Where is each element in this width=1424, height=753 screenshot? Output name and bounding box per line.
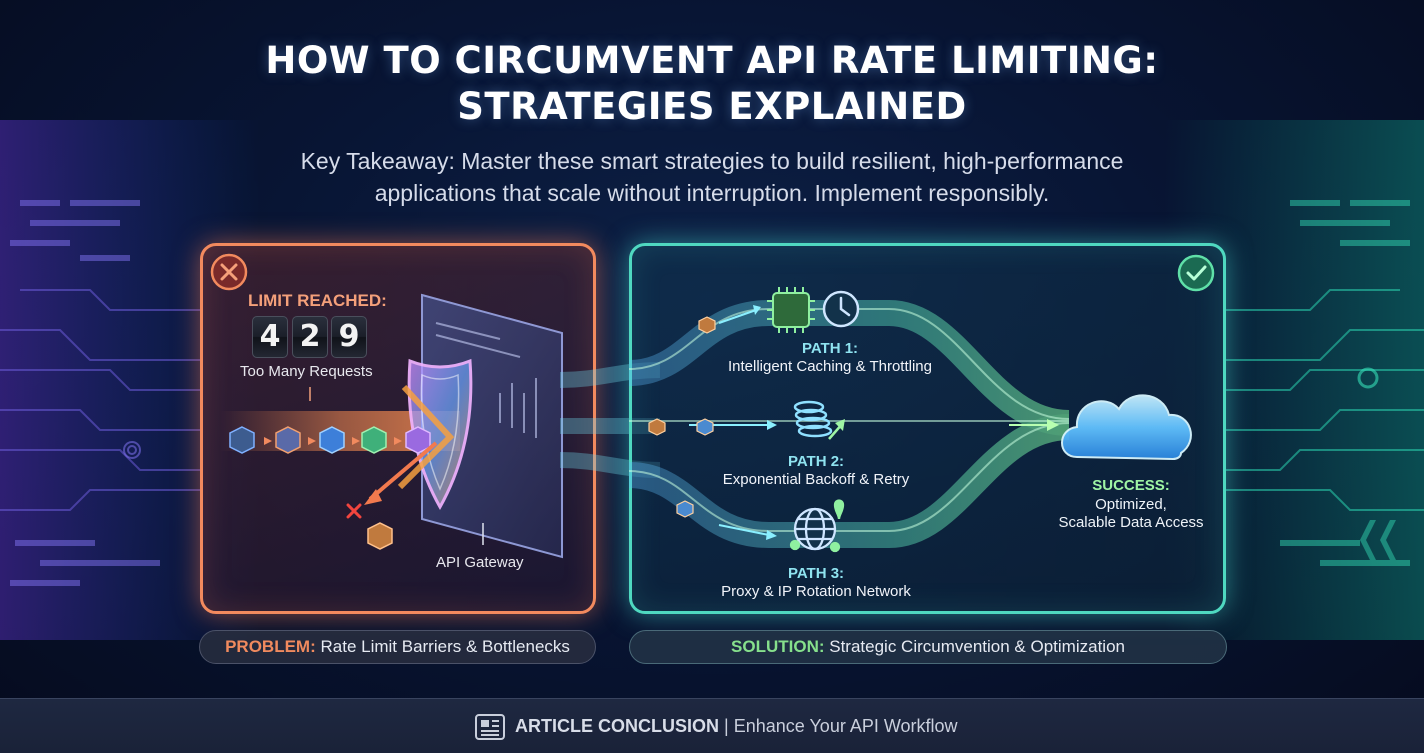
footer-separator: |: [724, 716, 729, 736]
error-code-digit: 9: [331, 316, 367, 358]
footer-text: Enhance Your API Workflow: [733, 716, 958, 736]
solution-caption-key: SOLUTION:: [731, 637, 825, 656]
cloud-icon: [1061, 394, 1192, 461]
page-title: HOW TO CIRCUMVENT API RATE LIMITING: STR…: [0, 38, 1424, 130]
x-icon: [210, 253, 248, 291]
path-1-desc: Intelligent Caching & Throttling: [727, 358, 932, 375]
path-1-title: PATH 1:: [801, 340, 859, 357]
error-message: Too Many Requests: [240, 363, 373, 380]
api-gateway-label: API Gateway: [436, 554, 524, 571]
footer-content: ARTICLE CONCLUSION | Enhance Your API Wo…: [475, 712, 958, 741]
footer-label: ARTICLE CONCLUSION: [515, 716, 719, 736]
solution-caption-text: Strategic Circumvention & Optimization: [829, 637, 1125, 656]
rejected-cube: [367, 522, 393, 550]
path-3-desc: Proxy & IP Rotation Network: [721, 583, 911, 600]
title-line-2: STRATEGIES EXPLAINED: [457, 85, 967, 128]
success-line-1: Optimized,: [1095, 496, 1167, 513]
error-code-digit: 2: [292, 316, 328, 358]
problem-illustration: [210, 253, 563, 559]
subtitle-line-2: applications that scale without interrup…: [374, 180, 1050, 206]
success-desc: Optimized, Scalable Data Access: [1046, 496, 1216, 532]
problem-caption: PROBLEM: Rate Limit Barriers & Bottlenec…: [199, 630, 596, 664]
problem-caption-text: Rate Limit Barriers & Bottlenecks: [320, 637, 570, 656]
globe-icon: [789, 499, 845, 553]
error-code-digit: 4: [252, 316, 288, 358]
path-3-title: PATH 3:: [787, 565, 845, 582]
gateway-screen: [421, 293, 563, 559]
request-cubes: [229, 426, 431, 454]
clock-icon: [822, 290, 860, 328]
check-icon: [1177, 254, 1215, 292]
solution-caption: SOLUTION: Strategic Circumvention & Opti…: [629, 630, 1227, 664]
limit-reached-label: LIMIT REACHED:: [248, 291, 387, 310]
path-2-title: PATH 2:: [787, 453, 845, 470]
key-takeaway: Key Takeaway: Master these smart strateg…: [200, 145, 1224, 209]
success-line-2: Scalable Data Access: [1058, 514, 1204, 531]
solution-illustration: [629, 254, 1215, 553]
path-2-desc: Exponential Backoff & Retry: [722, 471, 910, 488]
footer-bar: ARTICLE CONCLUSION | Enhance Your API Wo…: [0, 698, 1424, 753]
chip-icon: [767, 287, 815, 333]
spring-icon: [793, 400, 845, 440]
rejected-x-icon: [346, 503, 362, 519]
subtitle-line-1: Key Takeaway: Master these smart strateg…: [300, 148, 1124, 174]
problem-caption-key: PROBLEM:: [225, 637, 316, 656]
title-line-1: HOW TO CIRCUMVENT API RATE LIMITING:: [265, 39, 1159, 82]
success-title: SUCCESS:: [1092, 477, 1170, 494]
article-icon: [475, 714, 505, 741]
